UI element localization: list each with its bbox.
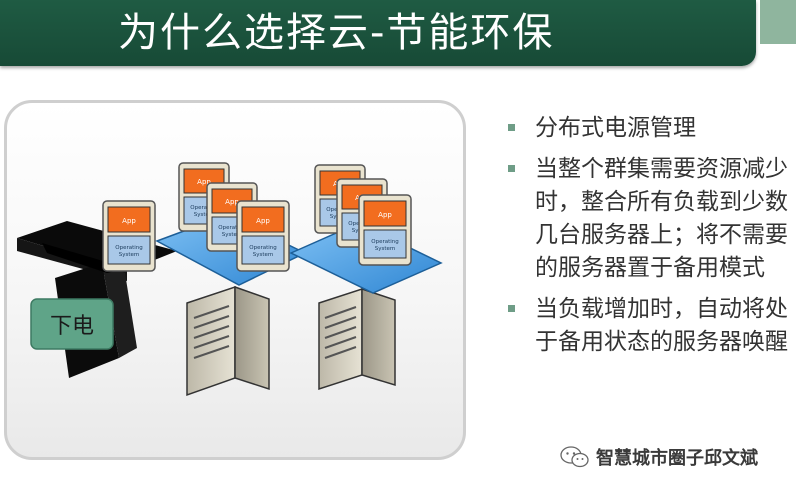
- watermark: 智慧城市圈子邱文斌: [560, 444, 758, 470]
- title-accent: [760, 0, 796, 44]
- watermark-text: 智慧城市圈子邱文斌: [596, 448, 758, 469]
- slide-title: 为什么选择云-节能环保: [118, 10, 555, 56]
- server-tower-2: [318, 287, 396, 391]
- svg-text:App: App: [225, 198, 239, 206]
- powered-off-label: 下电: [30, 298, 114, 350]
- bullet-item: 当负载增加时，自动将处于备用状态的服务器唤醒: [508, 293, 794, 359]
- svg-text:System: System: [222, 232, 243, 238]
- bullet-text: 当整个群集需要资源减少时，整合所有负载到少数几台服务器上；将不需要的服务器置于备…: [535, 156, 788, 281]
- app-label: App: [122, 217, 136, 225]
- svg-text:System: System: [253, 252, 274, 258]
- wechat-icon: [560, 446, 589, 468]
- os-label-line2: System: [119, 252, 140, 258]
- vm-card: App Operating System: [236, 200, 290, 272]
- server-tower-1: [186, 285, 270, 397]
- svg-text:Operating: Operating: [371, 239, 399, 245]
- svg-text:App: App: [256, 217, 270, 225]
- title-bar: 为什么选择云-节能环保: [0, 0, 756, 66]
- bullet-list: 分布式电源管理 当整个群集需要资源减少时，整合所有负载到少数几台服务器上；将不需…: [508, 112, 794, 367]
- vm-card-offline: App Operating System: [102, 200, 156, 272]
- svg-text:System: System: [375, 246, 396, 252]
- svg-text:App: App: [378, 211, 392, 219]
- svg-text:App: App: [197, 178, 211, 186]
- os-label-line1: Operating: [115, 245, 143, 251]
- svg-text:Operating: Operating: [218, 225, 246, 231]
- bullet-item: 分布式电源管理: [508, 112, 794, 145]
- bullet-text: 分布式电源管理: [535, 115, 696, 141]
- bullet-square-icon: [508, 124, 515, 131]
- bullet-text: 当负载增加时，自动将处于备用状态的服务器唤醒: [535, 296, 788, 355]
- bullet-item: 当整个群集需要资源减少时，整合所有负载到少数几台服务器上；将不需要的服务器置于备…: [508, 153, 794, 285]
- svg-text:System: System: [194, 212, 215, 218]
- diagram-panel: App Operating System 下电: [4, 100, 466, 460]
- svg-text:Operating: Operating: [190, 205, 218, 211]
- vm-card: App Operating System: [358, 194, 412, 266]
- svg-text:下电: 下电: [50, 314, 94, 339]
- bullet-square-icon: [508, 165, 515, 172]
- power-management-diagram: App Operating System 下电: [17, 162, 443, 397]
- bullet-square-icon: [508, 305, 515, 312]
- svg-text:Operating: Operating: [249, 245, 277, 251]
